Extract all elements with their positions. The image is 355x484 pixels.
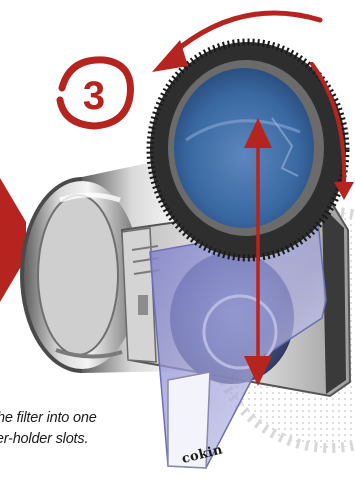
round-filter: [150, 42, 346, 258]
step-number-label: 3: [58, 64, 130, 128]
instruction-caption: he filter into one ter-holder slots.: [0, 408, 155, 450]
caption-line-2: ter-holder slots.: [0, 429, 155, 450]
caption-line-1: he filter into one: [0, 408, 155, 429]
